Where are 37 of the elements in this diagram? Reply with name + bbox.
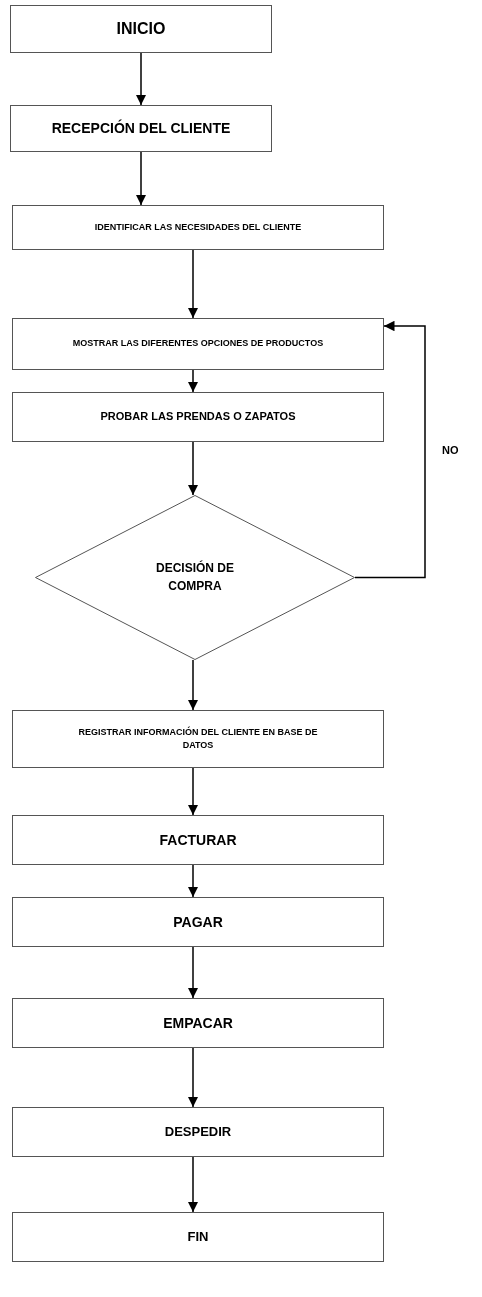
step-text: FIN — [186, 1227, 210, 1246]
arrow — [187, 1047, 199, 1108]
arrow — [187, 1156, 199, 1213]
step-text: PAGAR — [172, 912, 224, 932]
step-text: REGISTRAR INFORMACIÓN DEL CLIENTE EN BASE DE DATOS — [77, 725, 319, 752]
edge-label: NO — [442, 443, 459, 456]
arrow — [135, 151, 147, 206]
terminal-box — [12, 1212, 384, 1262]
process-box — [12, 318, 384, 370]
arrow — [187, 946, 199, 999]
step-text: MOSTRAR LAS DIFERENTES OPCIONES DE PRODUCTOS — [71, 337, 325, 351]
process-box — [10, 105, 272, 152]
step-text: INICIO — [115, 19, 167, 40]
process-box — [12, 392, 384, 442]
step-text: FACTURAR — [158, 830, 238, 850]
terminal-box — [10, 5, 272, 53]
arrow — [187, 441, 199, 496]
process-box — [12, 897, 384, 947]
arrow — [187, 369, 199, 393]
step-text: PROBAR LAS PRENDAS O ZAPATOS — [99, 409, 297, 425]
step-text: DECISIÓN DE COMPRA — [155, 560, 235, 595]
arrow — [187, 864, 199, 898]
process-box — [12, 998, 384, 1048]
process-box — [12, 1107, 384, 1157]
arrow — [354, 320, 426, 579]
arrow — [187, 659, 199, 711]
arrow — [187, 249, 199, 319]
arrow — [135, 52, 147, 106]
process-box — [12, 205, 384, 250]
step-text: IDENTIFICAR LAS NECESIDADES DEL CLIENTE — [93, 220, 303, 234]
step-text: DESPEDIR — [163, 1122, 233, 1141]
step-text: EMPACAR — [162, 1013, 234, 1033]
process-box — [12, 815, 384, 865]
decision-diamond — [35, 495, 355, 660]
arrow — [187, 767, 199, 816]
step-text: RECEPCIÓN DEL CLIENTE — [50, 118, 232, 139]
process-box — [12, 710, 384, 768]
